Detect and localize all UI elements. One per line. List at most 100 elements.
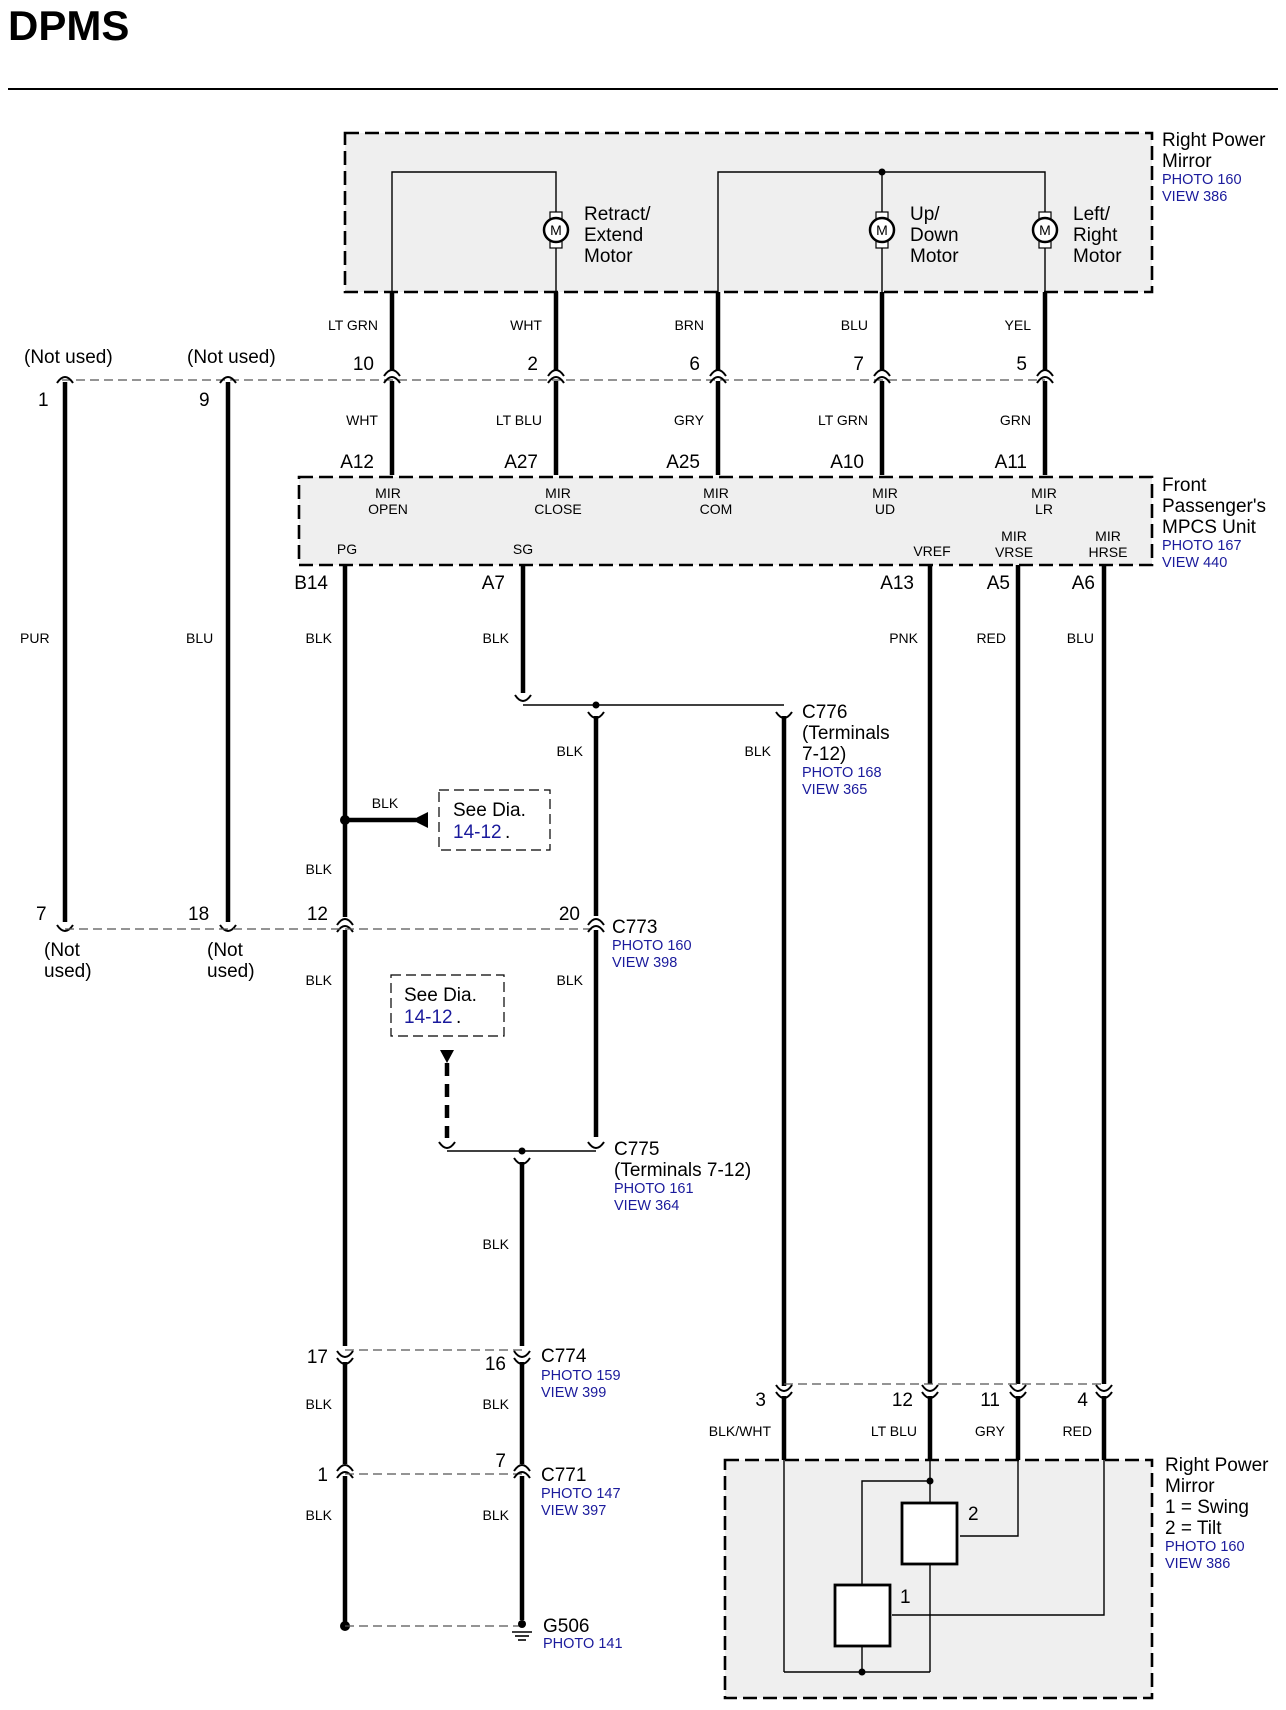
up-down-motor: M [868, 211, 896, 249]
pg-ground-wire [336, 565, 354, 1631]
unit-pin: A11 [995, 452, 1027, 473]
c775-view[interactable]: VIEW 364 [614, 1198, 679, 1214]
c774-photo[interactable]: PHOTO 159 [541, 1368, 621, 1384]
wire-color: WHT [510, 317, 542, 333]
mirror-wire [383, 292, 401, 475]
arrow-icon [412, 812, 428, 828]
unit-signal: MIR [872, 485, 898, 501]
c774-view[interactable]: VIEW 399 [541, 1385, 606, 1401]
unit-pin: A5 [987, 573, 1010, 594]
c776-photo[interactable]: PHOTO 168 [802, 765, 882, 781]
c776-label3: 7-12) [802, 744, 846, 765]
bottom-connector-symbols [775, 1384, 1113, 1399]
not-used-label: used) [44, 961, 92, 982]
c773-view[interactable]: VIEW 398 [612, 955, 677, 971]
see-dia-text: See Dia. [453, 800, 526, 821]
retract-motor-label1: Retract/ [584, 204, 651, 225]
g506-photo[interactable]: PHOTO 141 [543, 1636, 623, 1652]
see-dia-link[interactable]: 14-12 [404, 1007, 453, 1028]
c775-photo[interactable]: PHOTO 161 [614, 1181, 694, 1197]
retract-motor-label3: Motor [584, 246, 633, 267]
unit-pin: A7 [482, 573, 505, 594]
wire-color: BLK/WHT [709, 1423, 772, 1439]
unit-signal: MIR [1031, 485, 1057, 501]
pin-number: 1 [38, 390, 49, 411]
c776-view[interactable]: VIEW 365 [802, 782, 867, 798]
c773-photo[interactable]: PHOTO 160 [612, 938, 692, 954]
connector-symbol [513, 1350, 531, 1358]
not-used-label: (Not used) [24, 347, 113, 368]
wire-color: LT BLU [871, 1423, 917, 1439]
connector-symbol [438, 1141, 456, 1149]
wire-color: GRY [674, 412, 705, 428]
wire-color: PNK [889, 630, 918, 646]
unit-signal: PG [337, 541, 357, 557]
wire-color: PUR [20, 630, 50, 646]
retract-motor-loop [391, 171, 557, 292]
c774-name: C774 [541, 1346, 587, 1367]
right-power-mirror-bottom-line1: Right Power [1165, 1455, 1269, 1476]
wire-color: BLK [372, 795, 399, 811]
connector-symbol [587, 1141, 605, 1149]
right-power-mirror-top-photo[interactable]: PHOTO 160 [1162, 172, 1242, 188]
c776-label2: (Terminals [802, 723, 890, 744]
unit-pin: A27 [504, 452, 538, 473]
unit-signal: VRSE [995, 544, 1033, 560]
unit-pin: A13 [880, 573, 914, 594]
right-power-mirror-bottom-line2: Mirror [1165, 1476, 1215, 1497]
wire-color: BLK [306, 972, 333, 988]
wire-color: GRY [975, 1423, 1006, 1439]
mpcs-unit-line1: Front [1162, 475, 1207, 496]
updown-motor-label1: Up/ [910, 204, 940, 225]
unit-pin: A12 [340, 452, 374, 473]
motor-symbol: M [1039, 222, 1051, 238]
not-used-wire-left [56, 376, 74, 932]
wire-color: BLK [483, 1236, 510, 1252]
pin-number: 3 [755, 1390, 766, 1411]
wire-color: BLK [483, 630, 510, 646]
mirror-wire [709, 292, 727, 475]
wire-color: LT GRN [328, 317, 378, 333]
wire-color: YEL [1005, 317, 1032, 333]
wire-color: BLK [306, 630, 333, 646]
pin-number: 9 [199, 390, 210, 411]
wire-color: WHT [346, 412, 378, 428]
wire-color: BRN [674, 317, 704, 333]
unit-signal: LR [1035, 501, 1053, 517]
wire-color: LT BLU [496, 412, 542, 428]
pin-number: 7 [36, 904, 47, 925]
pin-number: 16 [485, 1354, 506, 1375]
connector-symbol [587, 925, 605, 933]
pin-number: 7 [495, 1451, 506, 1472]
wire-color: BLK [306, 1507, 333, 1523]
right-power-mirror-top-view[interactable]: VIEW 386 [1162, 189, 1227, 205]
wire-color: BLK [745, 743, 772, 759]
mpcs-unit-line2: Passenger's [1162, 496, 1266, 517]
wire-color: BLK [557, 972, 584, 988]
unit-signal: MIR [703, 485, 729, 501]
tilt-sensor [900, 1501, 959, 1566]
mpcs-unit-box [297, 475, 1154, 567]
c771-view[interactable]: VIEW 397 [541, 1503, 606, 1519]
right-power-mirror-bottom-view[interactable]: VIEW 386 [1165, 1556, 1230, 1572]
wire-color: GRN [1000, 412, 1031, 428]
updown-motor-label2: Down [910, 225, 959, 246]
right-power-mirror-top-line1: Right Power [1162, 130, 1266, 151]
see-dia-link[interactable]: 14-12 [453, 822, 502, 843]
mpcs-unit-view[interactable]: VIEW 440 [1162, 555, 1227, 571]
right-power-mirror-bottom-photo[interactable]: PHOTO 160 [1165, 1539, 1245, 1555]
unit-signal: MIR [545, 485, 571, 501]
c775-label1: C775 [614, 1139, 659, 1160]
mpcs-unit-photo[interactable]: PHOTO 167 [1162, 538, 1242, 554]
unit-signal: UD [875, 501, 895, 517]
not-used-label: used) [207, 961, 255, 982]
mirror-wire [547, 292, 565, 475]
c776-label1: C776 [802, 702, 847, 723]
mirror-wire [873, 292, 891, 475]
pin-number: 12 [307, 904, 328, 925]
unit-signal: OPEN [368, 501, 408, 517]
swing-sensor [833, 1583, 892, 1648]
c771-photo[interactable]: PHOTO 147 [541, 1486, 621, 1502]
right-power-mirror-top-box [343, 131, 1154, 294]
